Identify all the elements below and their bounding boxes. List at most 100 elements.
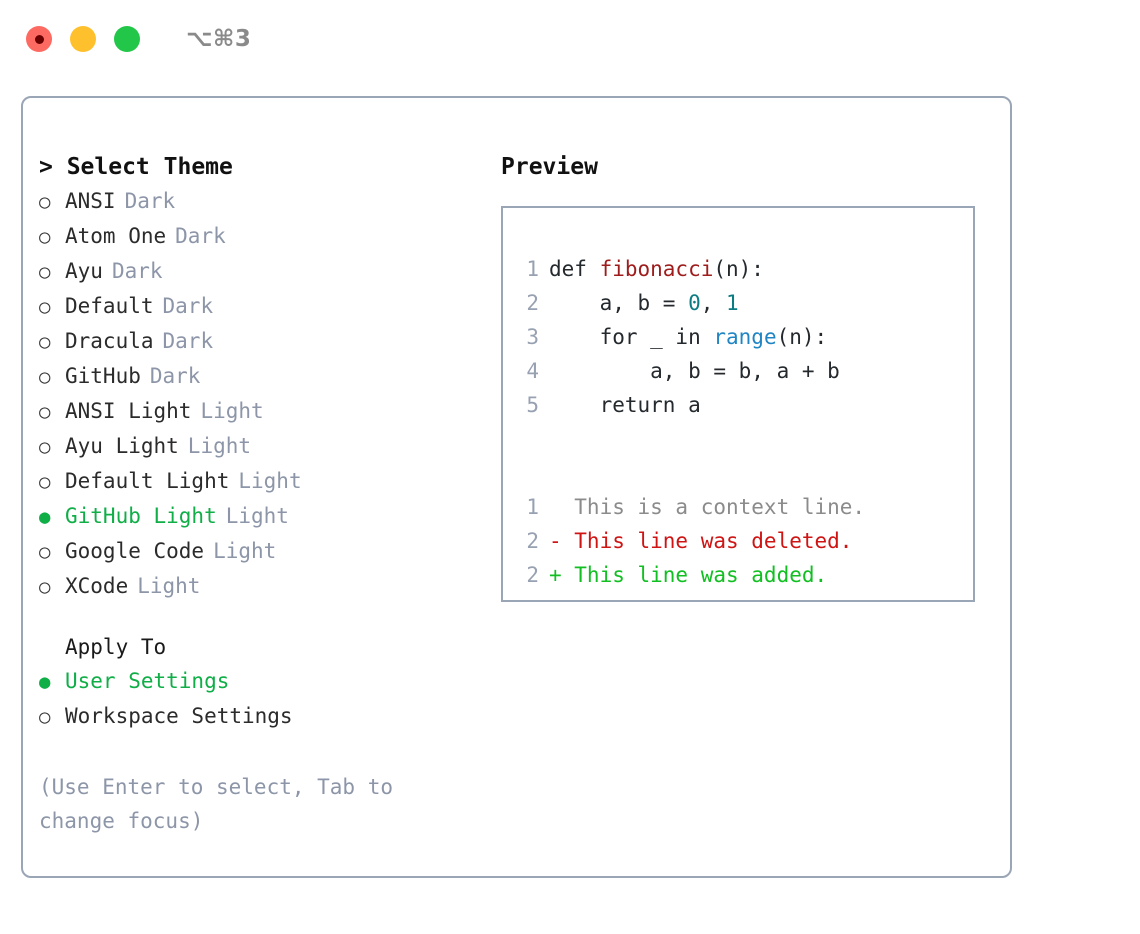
theme-option-label: ANSI Light (65, 399, 192, 423)
theme-option-ayu-light[interactable]: ○ Ayu Light Light (39, 429, 469, 464)
theme-option-label: Atom One (65, 224, 167, 248)
minimize-button-icon[interactable] (70, 26, 96, 52)
app-window: > Select Theme ○ ANSI Dark ○ Atom One Da… (21, 96, 1012, 878)
code-line: 1 def fibonacci(n): (503, 252, 973, 286)
theme-option-ansi-light[interactable]: ○ ANSI Light Light (39, 394, 469, 429)
line-number: 4 (526, 359, 539, 383)
theme-option-ansi-dark[interactable]: ○ ANSI Dark (39, 184, 469, 219)
code-line: 4 a, b = b, a + b (503, 354, 973, 388)
radio-icon: ○ (39, 436, 51, 458)
apply-to-option-user-settings[interactable]: ● User Settings (39, 664, 469, 699)
theme-option-label: ANSI (65, 189, 116, 213)
code-token: (n): (776, 325, 828, 349)
code-line: 2 a, b = 0, 1 (503, 286, 973, 320)
theme-option-dracula-dark[interactable]: ○ Dracula Dark (39, 324, 469, 359)
code-token: def (549, 257, 600, 281)
theme-option-tag: Dark (162, 329, 214, 353)
theme-option-default-light[interactable]: ○ Default Light Light (39, 464, 469, 499)
theme-option-xcode[interactable]: ○ XCode Light (39, 569, 469, 604)
radio-icon: ○ (39, 296, 51, 318)
radio-icon: ○ (39, 226, 51, 248)
line-number: 2 (526, 291, 539, 315)
theme-option-github-light[interactable]: ● GitHub Light Light (39, 499, 469, 534)
theme-option-tag: Dark (124, 189, 176, 213)
theme-option-tag: Dark (111, 259, 163, 283)
diff-line-deleted: 2 - This line was deleted. (503, 524, 973, 558)
select-theme-heading: > Select Theme (39, 154, 233, 180)
theme-option-label: Dracula (65, 329, 154, 353)
code-token-function: fibonacci (599, 257, 714, 281)
radio-icon: ○ (39, 191, 51, 213)
radio-icon: ○ (39, 331, 51, 353)
window-controls (26, 26, 140, 52)
theme-option-tag: Dark (162, 294, 214, 318)
radio-icon: ○ (39, 471, 51, 493)
diff-content: + This line was added. (549, 563, 828, 587)
theme-option-label: GitHub (65, 364, 141, 388)
code-content: a, b = 0, 1 (549, 286, 739, 320)
theme-option-default-dark[interactable]: ○ Default Dark (39, 289, 469, 324)
window-body: > Select Theme ○ ANSI Dark ○ Atom One Da… (23, 98, 1010, 876)
line-number: 2 (526, 529, 539, 553)
theme-option-list: ○ ANSI Dark ○ Atom One Dark ○ Ayu Dark ○… (39, 184, 469, 604)
code-spacer (503, 456, 973, 490)
record-dot-icon (34, 34, 44, 44)
radio-icon: ○ (39, 261, 51, 283)
code-line: 3 for _ in range(n): (503, 320, 973, 354)
radio-icon: ○ (39, 706, 51, 728)
line-number: 1 (526, 495, 539, 519)
preview-heading: Preview (501, 154, 598, 180)
theme-option-label: Default Light (65, 469, 230, 493)
theme-option-label: GitHub Light (65, 504, 217, 528)
line-number: 5 (526, 393, 539, 417)
apply-to-panel: Apply To ● User Settings ○ Workspace Set… (39, 630, 469, 734)
keyboard-hint-text: (Use Enter to select, Tab to change focu… (39, 775, 394, 833)
code-content: a, b = b, a + b (549, 354, 840, 388)
theme-option-tag: Light (187, 434, 252, 458)
radio-icon: ○ (39, 541, 51, 563)
theme-option-tag: Light (225, 504, 289, 528)
theme-selector-panel: > Select Theme ○ ANSI Dark ○ Atom One Da… (39, 150, 469, 838)
code-token: return a (549, 393, 701, 417)
radio-icon-selected: ● (39, 671, 51, 693)
theme-option-label: XCode (65, 574, 129, 598)
code-content: return a (549, 388, 701, 422)
code-token: , (700, 291, 727, 315)
code-token: for _ in (549, 325, 714, 349)
theme-option-tag: Light (200, 399, 264, 423)
code-content: for _ in range(n): (549, 320, 828, 354)
theme-option-tag: Dark (149, 364, 201, 388)
maximize-button-icon[interactable] (114, 26, 140, 52)
code-token-number: 1 (726, 291, 739, 315)
theme-option-label: Default (65, 294, 154, 318)
radio-icon: ○ (39, 366, 51, 388)
line-number: 2 (526, 563, 539, 587)
theme-option-tag: Light (137, 574, 201, 598)
radio-icon-selected: ● (39, 506, 51, 528)
preview-panel: Preview 1 def fibonacci(n): 2 a, b = 0, … (501, 150, 991, 602)
titlebar: ⌥⌘3 (0, 0, 1140, 78)
theme-option-google-code[interactable]: ○ Google Code Light (39, 534, 469, 569)
line-number: 3 (526, 325, 539, 349)
radio-icon: ○ (39, 576, 51, 598)
theme-option-label: Ayu (65, 259, 103, 283)
preview-code-box: 1 def fibonacci(n): 2 a, b = 0, 1 3 for … (501, 206, 975, 602)
radio-icon: ○ (39, 401, 51, 423)
apply-to-option-label: User Settings (65, 669, 230, 693)
diff-line-context: 1 This is a context line. (503, 490, 973, 524)
close-button-icon[interactable] (26, 26, 52, 52)
apply-to-option-label: Workspace Settings (65, 704, 293, 728)
theme-option-atom-one-dark[interactable]: ○ Atom One Dark (39, 219, 469, 254)
theme-option-label: Ayu Light (65, 434, 179, 458)
diff-content: This is a context line. (549, 495, 866, 519)
code-token-call: range (713, 325, 777, 349)
apply-to-option-workspace-settings[interactable]: ○ Workspace Settings (39, 699, 469, 734)
theme-option-github-dark[interactable]: ○ GitHub Dark (39, 359, 469, 394)
code-token: a, b = (549, 291, 689, 315)
diff-content: - This line was deleted. (549, 529, 853, 553)
theme-option-tag: Light (213, 539, 277, 563)
apply-to-heading: Apply To (65, 635, 167, 659)
keyboard-shortcut-label: ⌥⌘3 (186, 26, 252, 52)
theme-option-ayu-dark[interactable]: ○ Ayu Dark (39, 254, 469, 289)
code-token: (n): (713, 257, 764, 281)
